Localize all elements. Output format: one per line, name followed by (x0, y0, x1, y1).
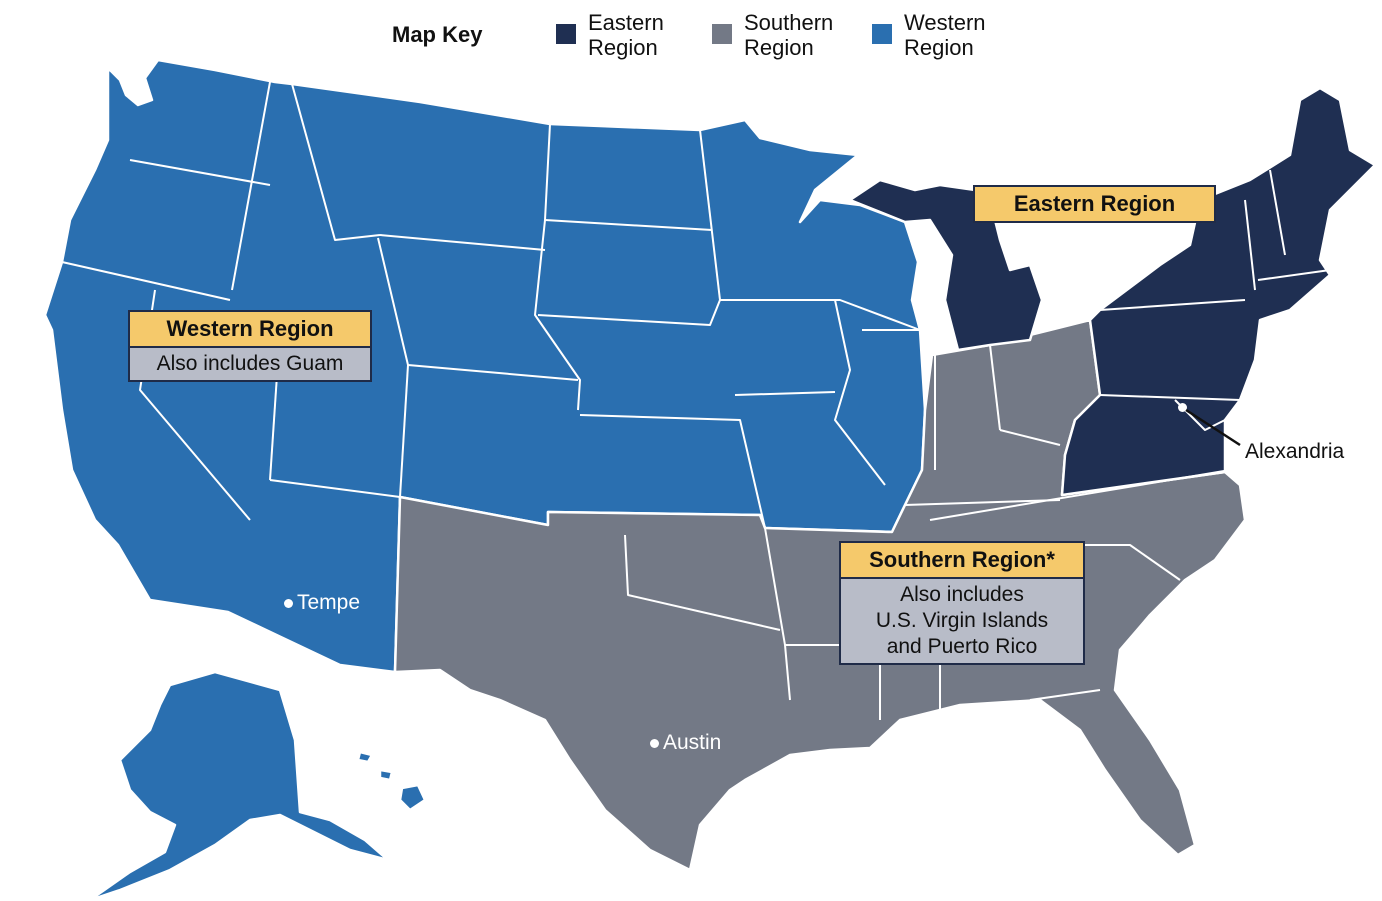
map-key-label-eastern: Eastern Region (588, 10, 664, 60)
alaska-shape (88, 670, 390, 901)
eastern-swatch (556, 24, 576, 44)
map-key-title: Map Key (392, 22, 483, 47)
southern-region-shape (393, 318, 1247, 872)
city-alexandria-dot-icon (1178, 403, 1187, 412)
southern-swatch (712, 24, 732, 44)
map-key-label-western: Western Region (904, 10, 986, 60)
city-austin: Austin (650, 731, 721, 755)
city-tempe: Tempe (284, 591, 360, 615)
hawaii-shape (398, 783, 427, 812)
western-region-callout: Western Region Also includes Guam (128, 310, 372, 382)
map-key-item-western: Western Region (872, 10, 1014, 60)
city-alexandria-label: Alexandria (1245, 440, 1345, 463)
southern-region-callout: Southern Region* Also includes U.S. Virg… (839, 541, 1085, 665)
city-tempe-label: Tempe (297, 591, 361, 614)
city-dot-icon (284, 598, 293, 608)
western-region-callout-title: Western Region (130, 312, 370, 346)
map-key-item-southern: Southern Region (712, 10, 854, 60)
map-key-item-eastern: Eastern Region (556, 10, 698, 60)
eastern-region-callout: Eastern Region (973, 185, 1216, 223)
southern-region-callout-body: Also includes U.S. Virgin Islands and Pu… (841, 577, 1083, 663)
southern-region-callout-title: Southern Region* (841, 543, 1083, 577)
city-dot-icon (650, 738, 659, 748)
eastern-region-shape (1060, 86, 1377, 497)
western-swatch (872, 24, 892, 44)
map-key-label-southern: Southern Region (744, 10, 834, 60)
city-alexandria: Alexandria (1245, 440, 1344, 464)
western-region-callout-body: Also includes Guam (130, 346, 370, 380)
city-austin-label: Austin (663, 731, 722, 754)
eastern-region-callout-title: Eastern Region (975, 187, 1214, 221)
